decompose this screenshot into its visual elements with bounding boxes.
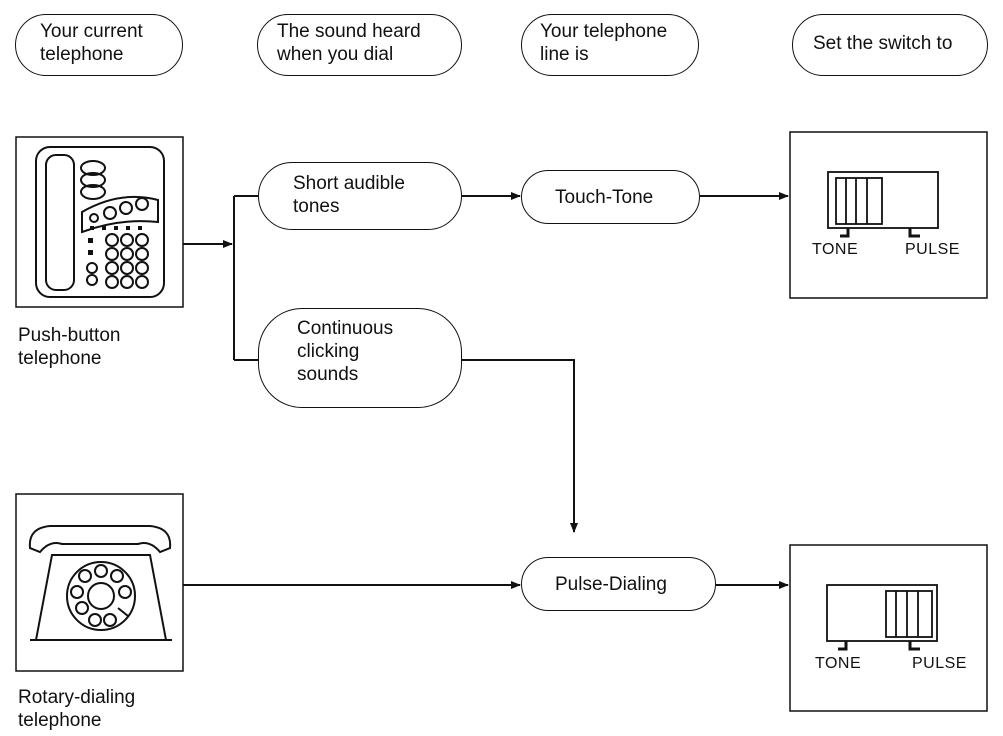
sound-short-tones: Short audible tones [258,162,462,230]
header-line-is-text: Your telephone line is [540,21,668,65]
header-sound-heard-text: The sound heard when you dial [277,21,421,65]
sound-short-tones-text: Short audible tones [293,173,405,217]
header-set-switch: Set the switch to [792,14,988,76]
sound-continuous-clicking-text: Continuous clicking sounds [297,318,394,385]
bottom-switch-pulse-label: PULSE [912,655,967,672]
top-switch-pulse-label: PULSE [905,241,960,258]
line-touch-tone: Touch-Tone [521,170,700,224]
line-pulse-dialing: Pulse-Dialing [521,557,716,611]
push-button-telephone-icon [15,136,184,308]
tone-switch-diagram [789,131,988,299]
connector-clicking-to-pulse [462,359,578,533]
header-set-switch-text: Set the switch to [813,33,953,54]
header-line-is: Your telephone line is [521,14,699,76]
push-button-telephone-label: Push-button telephone [18,325,121,369]
line-pulse-dialing-text: Pulse-Dialing [555,574,667,595]
header-current-telephone: Your current telephone [15,14,183,76]
top-switch-tone-label: TONE [812,241,859,258]
line-touch-tone-text: Touch-Tone [555,187,654,208]
sound-continuous-clicking: Continuous clicking sounds [258,308,462,408]
rotary-telephone-label: Rotary-dialing telephone [18,687,136,731]
header-sound-heard: The sound heard when you dial [257,14,462,76]
bottom-switch-tone-label: TONE [815,655,862,672]
header-current-telephone-text: Your current telephone [40,21,143,65]
pulse-switch-diagram [789,544,988,712]
rotary-telephone-icon [15,493,184,672]
